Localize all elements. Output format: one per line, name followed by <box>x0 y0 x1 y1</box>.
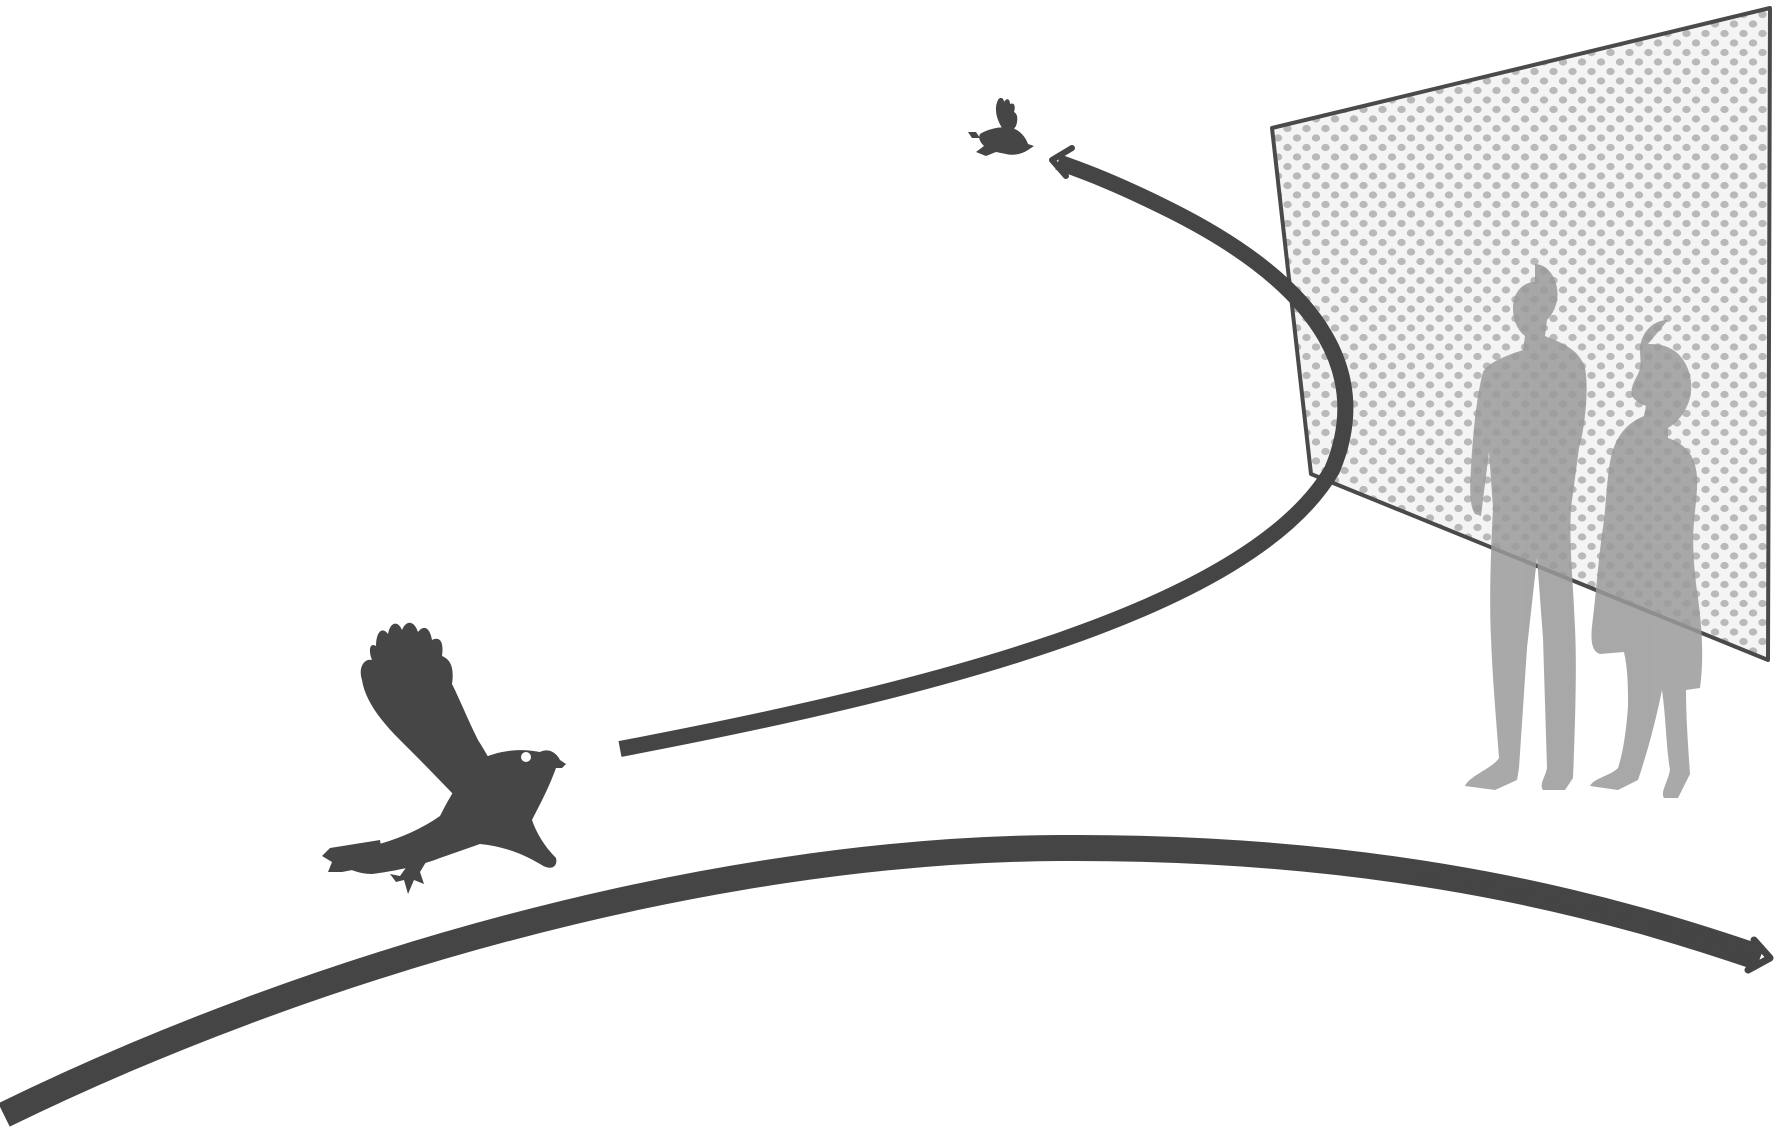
bird-large-icon <box>322 623 566 894</box>
flight-path-deflected-curve <box>620 162 1345 749</box>
bird-small-icon <box>968 98 1034 156</box>
bird-large-eye <box>521 752 531 762</box>
flight-path-passing <box>4 848 1770 1115</box>
bird-small-body <box>976 127 1034 156</box>
flight-path-deflected <box>620 148 1345 749</box>
bird-small-tail <box>968 132 980 138</box>
